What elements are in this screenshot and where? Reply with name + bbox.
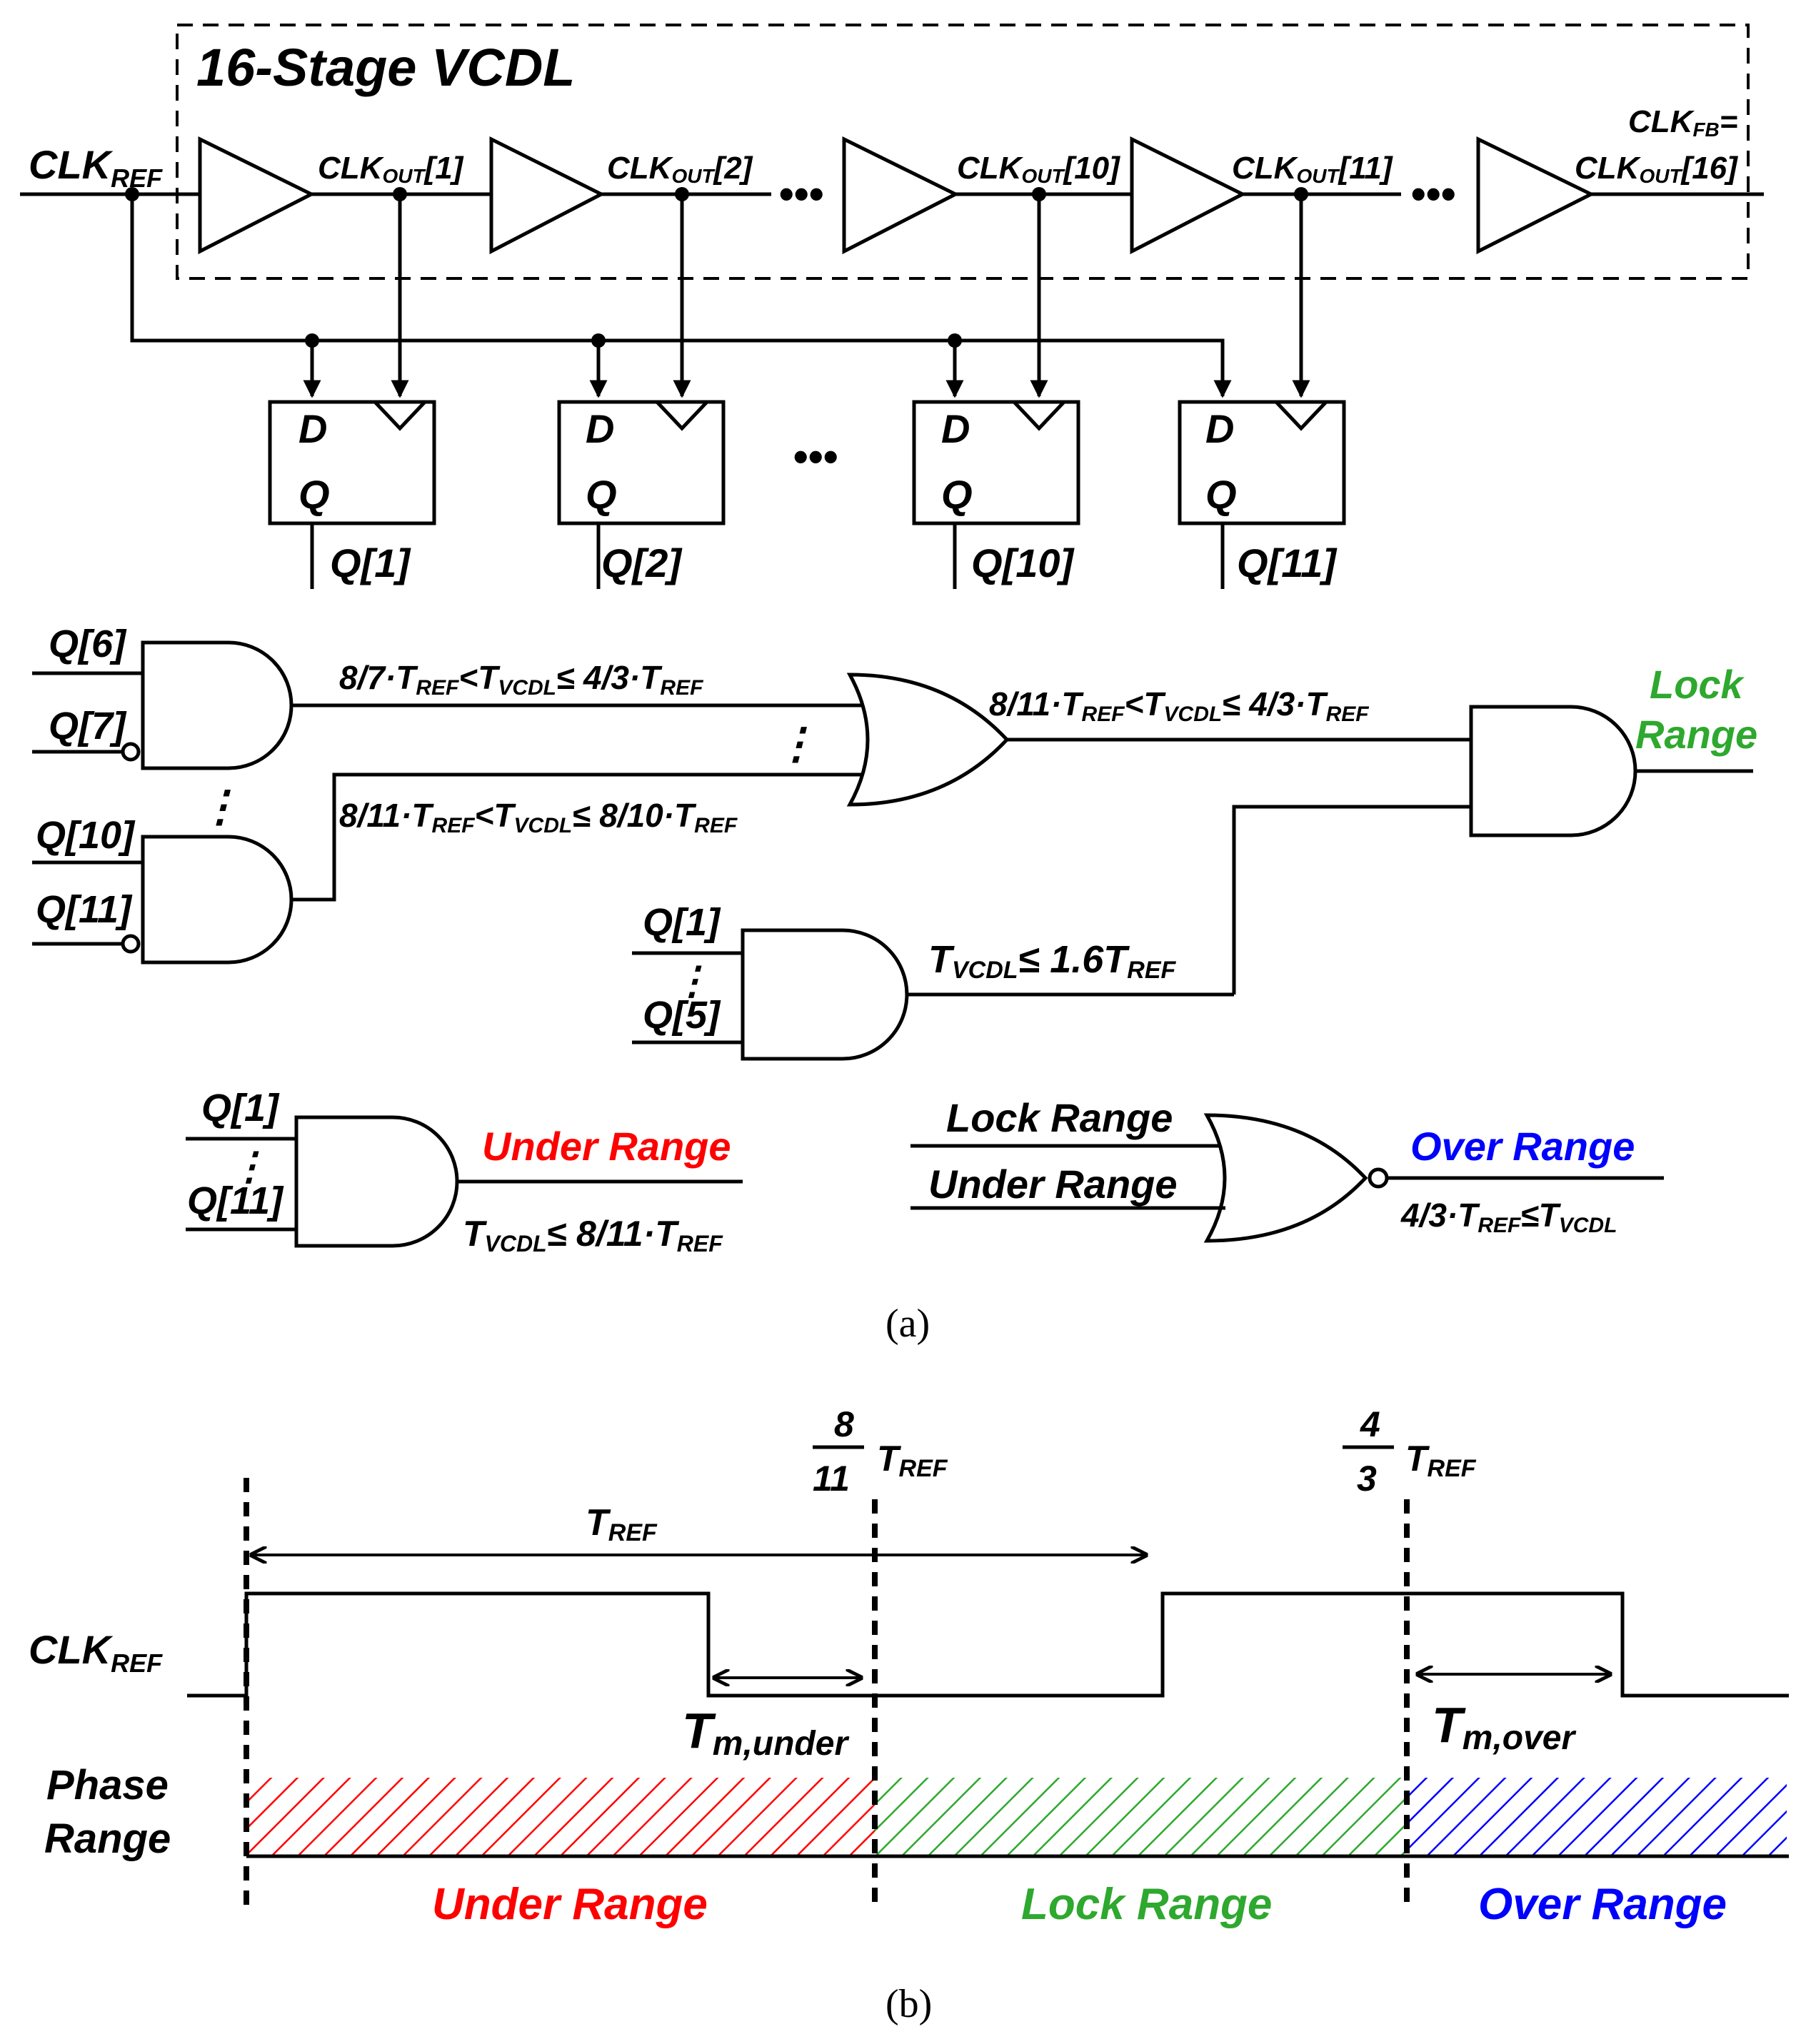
expr-and1: 8/7·TREF<TVCDL≤ 4/3·TREF <box>339 659 703 700</box>
ref-distribution-wire <box>130 194 1232 398</box>
flip-flop-2: D Q Q[2] <box>557 400 726 589</box>
vdots-2: ⋮ <box>775 720 818 767</box>
tap-label-1: CLKOUT[1] <box>318 151 464 187</box>
svg-text:Q[1]: Q[1] <box>330 540 411 585</box>
lock-range-out-2: Range <box>1635 712 1757 757</box>
lock-range-out-1: Lock <box>1650 662 1745 707</box>
tap-label-10: CLKOUT[10] <box>957 151 1120 187</box>
svg-text:Under Range: Under Range <box>928 1162 1178 1207</box>
chain-ellipsis-2: ••• <box>1410 170 1455 218</box>
svg-text:Q: Q <box>299 472 330 517</box>
region-over: Over Range <box>1478 1880 1727 1929</box>
svg-text:Q[1]: Q[1] <box>643 901 721 944</box>
and-gate-q10-q11: Q[10] Q[11] <box>32 814 294 965</box>
lock-and-gate <box>1469 705 1637 837</box>
svg-text:Q[10]: Q[10] <box>36 814 136 857</box>
marker1-den: 11 <box>813 1459 850 1499</box>
flip-flop-10: D Q Q[10] <box>912 400 1080 589</box>
marker2-num: 4 <box>1360 1404 1380 1444</box>
vdots-1: ⋮ <box>199 782 241 830</box>
buffer-16 <box>1476 136 1595 255</box>
phase-range-label-2: Range <box>44 1816 171 1862</box>
svg-text:D: D <box>586 406 614 451</box>
clk-out16-label: CLKOUT[16] <box>1575 151 1738 187</box>
expr-and3: TVCDL≤ 1.6TREF <box>928 938 1176 984</box>
clk-ref-wave-label: CLKREF <box>29 1627 163 1678</box>
over-range-band <box>1407 1778 1787 1855</box>
svg-text:Q[11]: Q[11] <box>1237 540 1338 585</box>
marker2-t: TREF <box>1405 1439 1477 1482</box>
svg-text:Q[2]: Q[2] <box>601 540 683 585</box>
vcdl-block: 16-Stage VCDL <box>176 24 1750 280</box>
vcdl-title: 16-Stage VCDL <box>196 38 575 97</box>
svg-text:Q[11]: Q[11] <box>36 888 133 931</box>
svg-text:⋮: ⋮ <box>230 1145 269 1188</box>
expr-under: TVCDL≤ 8/11·TREF <box>463 1214 723 1257</box>
under-range-and-gate: Q[1] Q[11] ⋮ <box>186 1087 459 1248</box>
period-label: TREF <box>586 1502 658 1546</box>
svg-text:Q[7]: Q[7] <box>49 705 127 747</box>
svg-text:⋮: ⋮ <box>673 960 711 1002</box>
buffer-1 <box>198 136 316 255</box>
svg-text:D: D <box>941 406 970 451</box>
svg-text:Q: Q <box>941 472 973 517</box>
svg-text:Lock Range: Lock Range <box>946 1095 1173 1140</box>
caption-b: (b) <box>886 1982 932 2026</box>
tap-label-11: CLKOUT[11] <box>1232 151 1393 187</box>
under-range-band <box>246 1778 875 1855</box>
tm-over-label: Tm,over <box>1432 1697 1576 1757</box>
over-range-out: Over Range <box>1410 1124 1635 1169</box>
flip-flop-11: D Q Q[11] <box>1178 400 1346 589</box>
expr-or: 8/11·TREF<TVCDL≤ 4/3·TREF <box>989 685 1369 726</box>
or-gate <box>846 673 1010 807</box>
phase-range-label-1: Phase <box>46 1762 169 1808</box>
region-under: Under Range <box>432 1880 708 1929</box>
svg-text:Q[11]: Q[11] <box>187 1179 284 1222</box>
svg-text:Q[5]: Q[5] <box>643 994 721 1037</box>
under-range-out: Under Range <box>482 1124 731 1169</box>
timing-diagram: 8 11 TREF 4 3 TREF TREF CLKREF Tm,under … <box>29 1404 1789 1929</box>
expr-and2: 8/11·TREF<TVCDL≤ 8/10·TREF <box>339 797 738 837</box>
and-gate-q1-q5: Q[1] Q[5] ⋮ <box>632 901 909 1061</box>
clk-ref-waveform <box>187 1591 1789 1698</box>
lock-range-band <box>875 1778 1407 1855</box>
clk-ref-label: CLKREF <box>29 142 163 193</box>
marker2-den: 3 <box>1357 1459 1377 1499</box>
marker1-t: TREF <box>877 1439 948 1482</box>
clk-fb-label: CLKFB= <box>1628 104 1737 141</box>
flip-flop-1: D Q Q[1] <box>268 400 436 589</box>
chain-ellipsis-1: ••• <box>778 170 823 218</box>
tm-under-label: Tm,under <box>682 1703 849 1763</box>
svg-text:Q: Q <box>586 472 617 517</box>
nor-gate: Lock Range Under Range <box>910 1095 1389 1243</box>
svg-text:Q[1]: Q[1] <box>201 1087 280 1129</box>
buffer-11 <box>1130 136 1247 255</box>
caption-a: (a) <box>886 1302 930 1346</box>
buffer-10 <box>842 136 960 255</box>
expr-over: 4/3·TREF≤TVCDL <box>1400 1197 1617 1237</box>
buffer-2 <box>489 136 606 255</box>
tap-label-2: CLKOUT[2] <box>607 151 753 187</box>
region-lock: Lock Range <box>1021 1880 1272 1929</box>
marker1-num: 8 <box>834 1404 854 1444</box>
vcdl-dashed-box <box>176 24 1750 280</box>
svg-text:Q: Q <box>1205 472 1237 517</box>
svg-text:Q[10]: Q[10] <box>971 540 1075 585</box>
ff-ellipsis: ••• <box>793 433 838 480</box>
svg-text:Q[6]: Q[6] <box>49 623 127 665</box>
svg-text:D: D <box>1205 406 1234 451</box>
and-gate-q6-q7: Q[6] Q[7] <box>32 623 294 770</box>
svg-text:D: D <box>299 406 327 451</box>
